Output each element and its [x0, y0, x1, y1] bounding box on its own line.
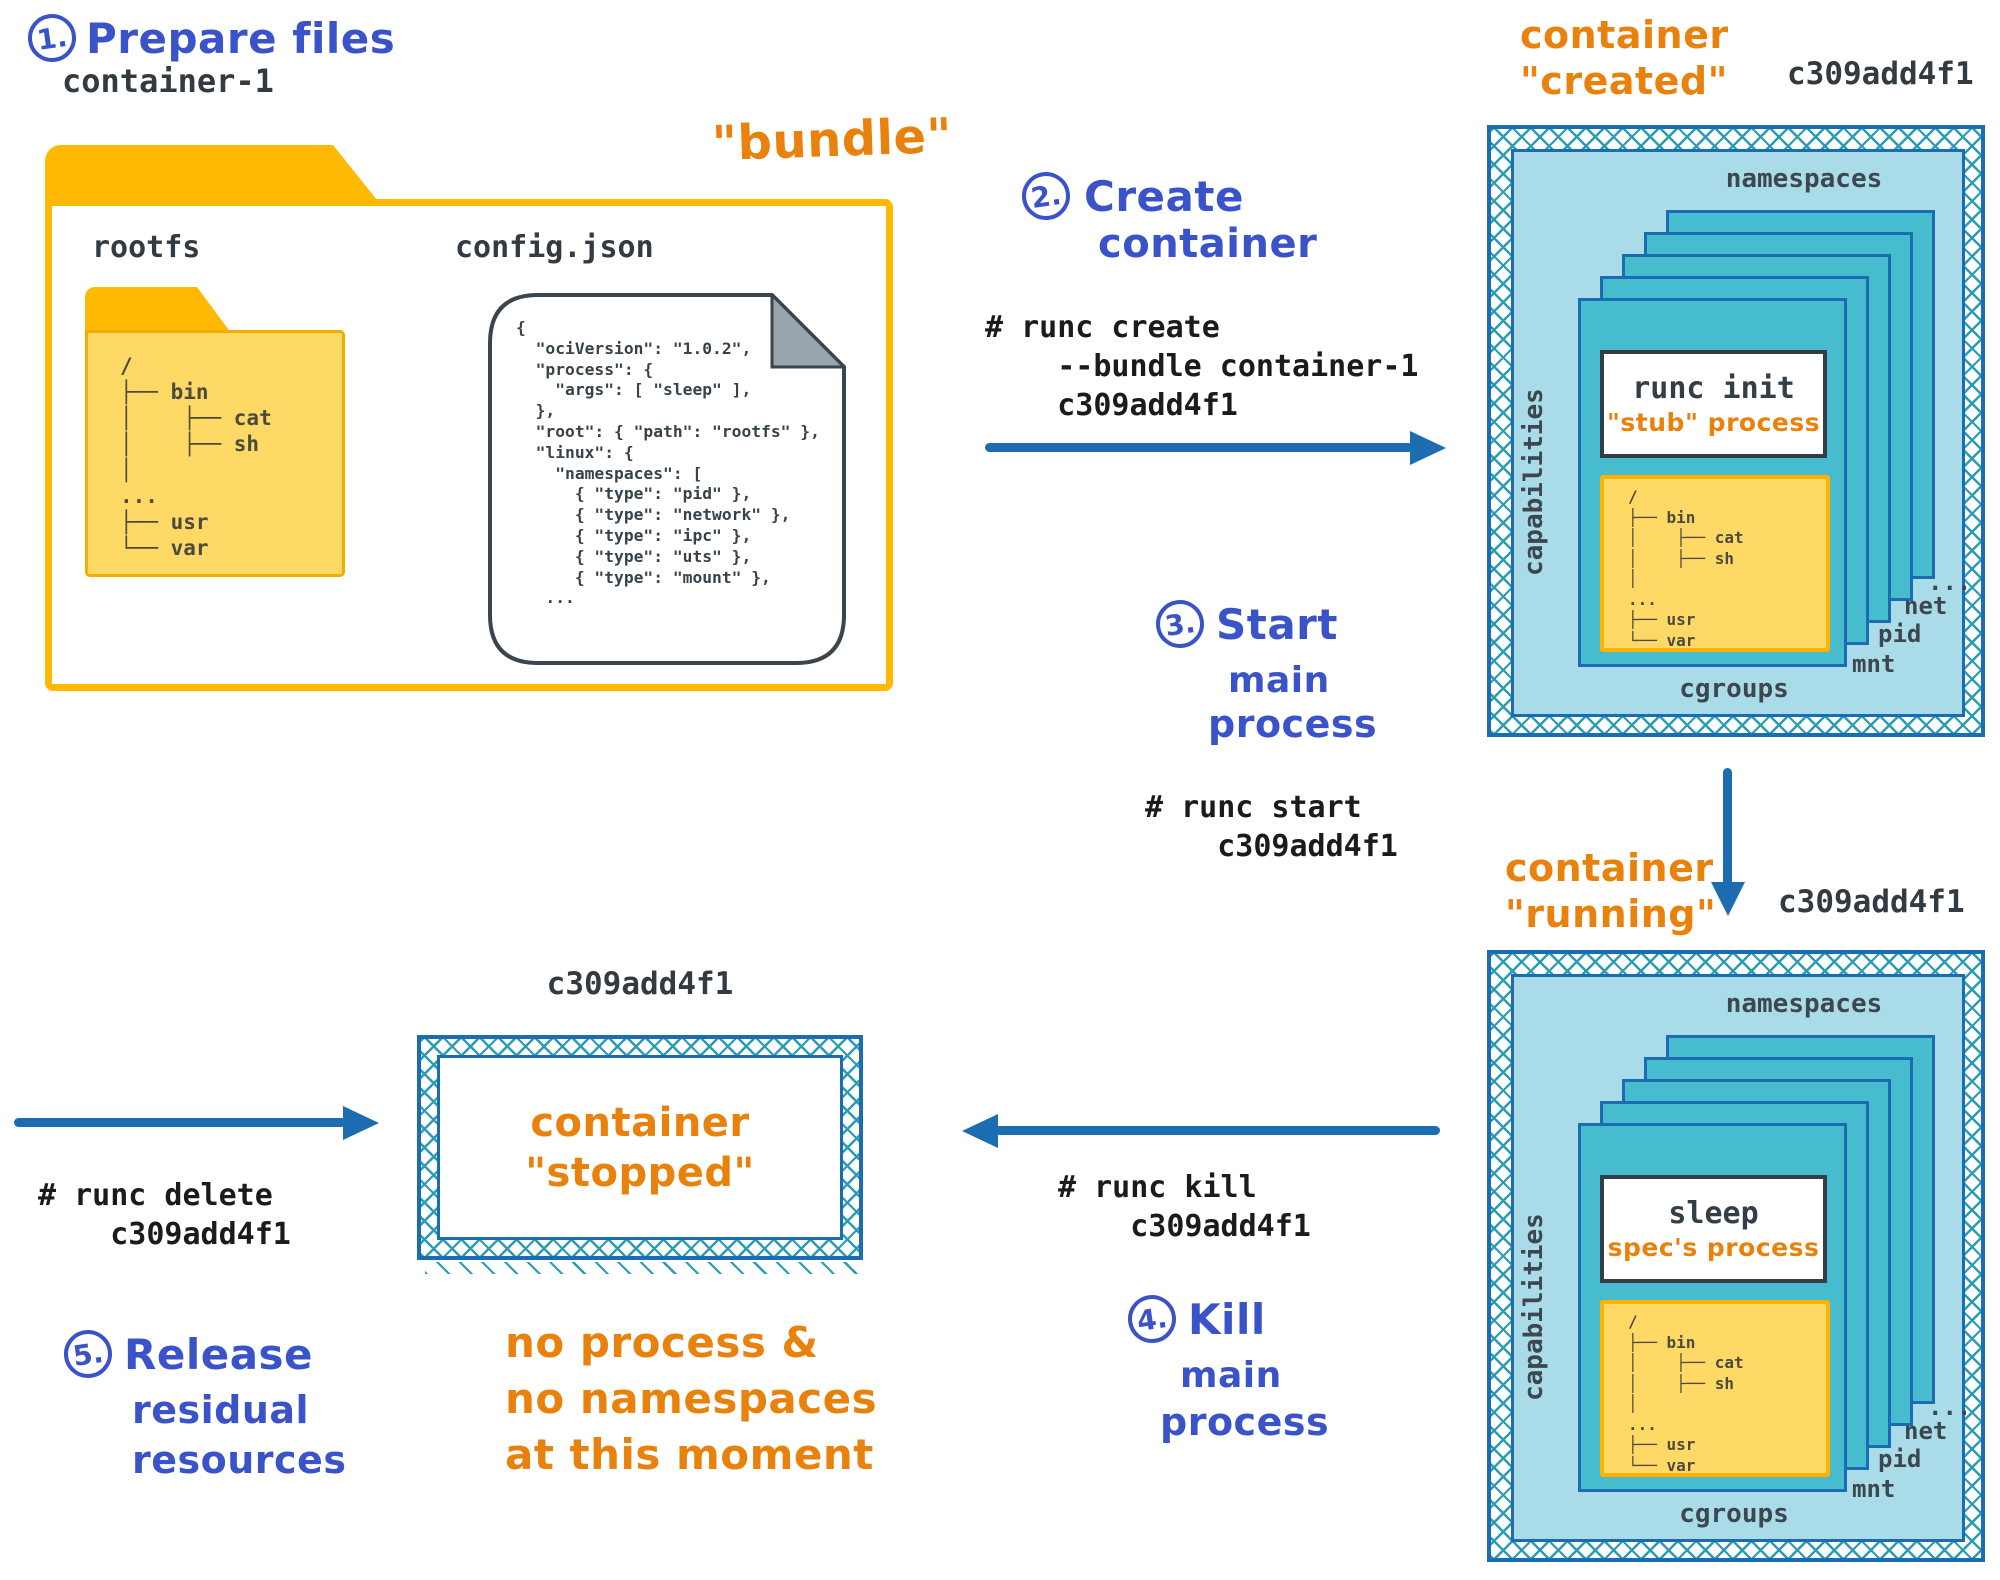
created-state-label: container "created" [1520, 13, 1729, 103]
bundle-folder-tab-slant [333, 145, 381, 205]
delete-arrow-head [343, 1105, 379, 1140]
bundle-annotation: "bundle" [711, 107, 953, 173]
created-ns-tag-pid: pid [1878, 620, 1922, 648]
step-1-number: 1. [24, 10, 80, 66]
runc-delete-command: # runc delete c309add4f1 [38, 1178, 291, 1252]
created-rootfs-tree: / ├── bin │ ├── cat │ ├── sh │ ... ├── u… [1628, 487, 1744, 650]
rootfs-folder-tab [85, 287, 197, 333]
step-5-label: 5. Release [60, 1326, 314, 1382]
step-1-label: 1. Prepare files [24, 10, 396, 66]
running-process-name: sleep [1668, 1196, 1759, 1231]
created-inner-box: namespaces capabilities runc init "stub"… [1511, 149, 1971, 717]
running-rootfs-box: / ├── bin │ ├── cat │ ├── sh │ ... ├── u… [1600, 1300, 1830, 1477]
stopped-container-id: c309add4f1 [546, 966, 734, 1002]
step-3-number: 3. [1152, 596, 1208, 652]
stopped-inner-box: container "stopped" [437, 1055, 843, 1240]
runc-kill-command: # runc kill c309add4f1 [1058, 1170, 1311, 1244]
running-capabilities-label: capabilities [1519, 1213, 1549, 1401]
container-created-box: namespaces capabilities runc init "stub"… [1487, 125, 1985, 737]
running-ns-tag-mnt: mnt [1852, 1475, 1896, 1503]
running-namespaces-label: namespaces [1725, 989, 1883, 1019]
running-inner-box: namespaces capabilities sleep spec's pro… [1511, 974, 1971, 1542]
create-arrow-line [985, 443, 1413, 452]
step-3-text-3: process [1208, 702, 1378, 746]
step-4-text-2: main [1180, 1355, 1282, 1396]
running-ns-layer-1: sleep spec's process / ├── bin │ ├── cat… [1578, 1123, 1847, 1492]
kill-arrow-line [995, 1126, 1440, 1135]
rootfs-folder-body: / ├── bin │ ├── cat │ ├── sh │ ... ├── u… [85, 330, 345, 577]
step-2-text-2: container [1098, 221, 1318, 267]
runc-create-command: # runc create --bundle container-1 c309a… [985, 310, 1419, 423]
running-process-note: spec's process [1607, 1233, 1820, 1262]
step-2-text-1: Create [1084, 172, 1244, 221]
rootfs-tree: / ├── bin │ ├── cat │ ├── sh │ ... ├── u… [120, 354, 272, 560]
created-cgroups-label: cgroups [1679, 674, 1789, 704]
stopped-state-line1: container [530, 1099, 750, 1146]
running-rootfs-tree: / ├── bin │ ├── cat │ ├── sh │ ... ├── u… [1628, 1312, 1744, 1475]
step-3-text-1: Start [1216, 600, 1338, 649]
step-2-label: 2. Create container [1018, 168, 1318, 267]
running-state-label: container "running" [1505, 846, 1717, 936]
config-json-document [488, 293, 846, 665]
no-process-note: no process & no namespaces at this momen… [505, 1318, 878, 1479]
created-container-id: c309add4f1 [1787, 56, 1974, 92]
running-ns-tag-pid: pid [1878, 1445, 1922, 1473]
step-1-text: Prepare files [86, 14, 396, 63]
created-namespaces-label: namespaces [1725, 164, 1883, 194]
created-ns-tag-net: net [1904, 592, 1948, 620]
document-dogear-icon [770, 293, 846, 369]
running-ns-tag-net: net [1904, 1417, 1948, 1445]
created-process-name: runc init [1632, 371, 1795, 406]
step-5-text-2: residual [132, 1388, 310, 1432]
stopped-state-line2: "stopped" [525, 1149, 755, 1196]
running-ns-tag-more: ... [1928, 1393, 1972, 1421]
step-4-number: 4. [1124, 1291, 1180, 1347]
kill-arrow-head [962, 1113, 998, 1148]
step-4-text-1: Kill [1188, 1295, 1266, 1344]
created-rootfs-box: / ├── bin │ ├── cat │ ├── sh │ ... ├── u… [1600, 475, 1830, 652]
config-json-label: config.json [455, 230, 654, 265]
created-capabilities-label: capabilities [1519, 388, 1549, 576]
start-arrow-line [1723, 768, 1732, 886]
running-process-box: sleep spec's process [1600, 1175, 1827, 1283]
step-2-number: 2. [1018, 168, 1074, 224]
created-process-note: "stub" process [1606, 408, 1821, 437]
container-stopped-box: container "stopped" [417, 1035, 863, 1260]
delete-arrow-line [14, 1118, 346, 1127]
rootfs-label: rootfs [92, 230, 201, 265]
running-cgroups-label: cgroups [1679, 1499, 1789, 1529]
start-arrow-head [1710, 882, 1745, 916]
step-5-text-1: Release [124, 1330, 314, 1379]
created-ns-layer-1: runc init "stub" process / ├── bin │ ├──… [1578, 298, 1847, 667]
step-3-label: 3. Start [1152, 596, 1338, 652]
container-running-box: namespaces capabilities sleep spec's pro… [1487, 950, 1985, 1562]
config-json-content: { "ociVersion": "1.0.2", "process": { "a… [516, 318, 820, 608]
step-4-text-3: process [1160, 1400, 1330, 1444]
step-3-text-2: main [1228, 660, 1330, 701]
created-ns-tag-more: ... [1928, 568, 1972, 596]
create-arrow-head [1410, 430, 1446, 465]
created-process-box: runc init "stub" process [1600, 350, 1827, 458]
step-5-text-3: resources [132, 1438, 347, 1482]
runc-start-command: # runc start c309add4f1 [1145, 790, 1398, 864]
rootfs-folder-tab-slant [197, 287, 231, 333]
step-5-number: 5. [60, 1326, 116, 1382]
running-container-id: c309add4f1 [1778, 884, 1965, 920]
stopped-box-shadow-hatch [425, 1262, 859, 1274]
step-4-label: 4. Kill [1124, 1291, 1266, 1347]
bundle-folder-tab [45, 145, 333, 205]
bundle-folder-name: container-1 [62, 62, 274, 100]
created-ns-tag-mnt: mnt [1852, 650, 1896, 678]
